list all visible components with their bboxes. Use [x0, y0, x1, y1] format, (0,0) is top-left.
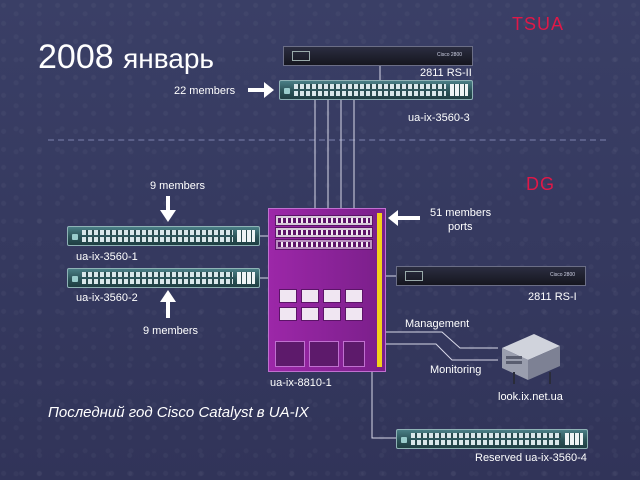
- monitoring-line: [386, 343, 498, 361]
- chassis-module: [301, 307, 319, 321]
- switch-ua-ix-3560-2: [67, 268, 260, 288]
- chassis-linecard: [275, 239, 373, 250]
- chassis-module: [345, 289, 363, 303]
- switch-ua-ix-3560-4: [396, 429, 588, 449]
- switch-ports: [82, 230, 233, 242]
- chassis-linecard: [275, 215, 373, 226]
- arrow-9-members-top: [160, 196, 176, 222]
- label-server: look.ix.net.ua: [498, 391, 563, 403]
- page-title: 2008 январь: [38, 38, 214, 77]
- router-bezel: [292, 51, 310, 61]
- label-ua-ix-8810-1: ua-ix-8810-1: [270, 377, 332, 389]
- switch-led: [72, 234, 78, 240]
- arrow-9-members-bottom: [160, 290, 176, 318]
- switch-ports: [411, 433, 561, 445]
- chassis-module: [323, 289, 341, 303]
- chassis-ua-ix-8810-1: [268, 208, 386, 372]
- switch-uplinks: [565, 433, 583, 445]
- label-51-members: 51 members: [430, 207, 492, 219]
- arrow-22-members: [248, 82, 274, 98]
- chassis-linecard: [275, 227, 373, 238]
- link-chassis-reserved: [371, 372, 398, 439]
- chassis-module: [323, 307, 341, 321]
- arrow-51-members: [388, 210, 420, 226]
- label-22-members: 22 members: [174, 85, 236, 97]
- router-2811-rs-ii: Cisco 2800: [283, 46, 473, 66]
- label-2811-rs-i: 2811 RS-I: [528, 291, 577, 303]
- label-ports: ports: [448, 221, 473, 233]
- switch-led: [401, 437, 407, 443]
- chassis-status-stripe: [377, 213, 382, 367]
- label-ua-ix-3560-3: ua-ix-3560-3: [408, 112, 470, 124]
- title-month: январь: [123, 43, 215, 74]
- chassis-power-supply: [343, 341, 365, 367]
- label-management: Management: [405, 318, 470, 330]
- label-9-members-top: 9 members: [150, 180, 206, 192]
- switch-led: [284, 88, 290, 94]
- label-ua-ix-3560-2: ua-ix-3560-2: [76, 292, 138, 304]
- chassis-module: [279, 289, 297, 303]
- router-brand-mark: Cisco 2800: [436, 52, 462, 58]
- site-separator: [48, 139, 606, 141]
- switch-uplinks: [237, 230, 255, 242]
- label-2811-rs-ii: 2811 RS-II: [420, 67, 472, 79]
- router-bezel: [405, 271, 423, 281]
- server-icon: [502, 334, 560, 384]
- switch-uplinks: [237, 272, 255, 284]
- label-ua-ix-3560-1: ua-ix-3560-1: [76, 251, 138, 263]
- switch-uplinks: [450, 84, 468, 96]
- title-year: 2008: [38, 38, 114, 76]
- label-reserved-switch: Reserved ua-ix-3560-4: [475, 452, 587, 464]
- router-brand-mark: Cisco 2800: [549, 272, 575, 278]
- router-2811-rs-i: Cisco 2800: [396, 266, 586, 286]
- site-label-tsua: TSUA: [512, 14, 565, 34]
- label-9-members-bottom: 9 members: [143, 325, 199, 337]
- label-monitoring: Monitoring: [430, 364, 482, 376]
- management-line: [386, 331, 498, 349]
- chassis-module: [279, 307, 297, 321]
- chassis-module: [301, 289, 319, 303]
- switch-led: [72, 276, 78, 282]
- switch-ua-ix-3560-1: [67, 226, 260, 246]
- caption: Последний год Cisco Catalyst в UA-IX: [48, 404, 309, 421]
- switch-ua-ix-3560-3: [279, 80, 473, 100]
- switch-ports: [294, 84, 446, 96]
- switch-ports: [82, 272, 233, 284]
- site-label-dg: DG: [526, 174, 555, 194]
- chassis-module: [345, 307, 363, 321]
- chassis-power-supply: [309, 341, 339, 367]
- chassis-power-supply: [275, 341, 305, 367]
